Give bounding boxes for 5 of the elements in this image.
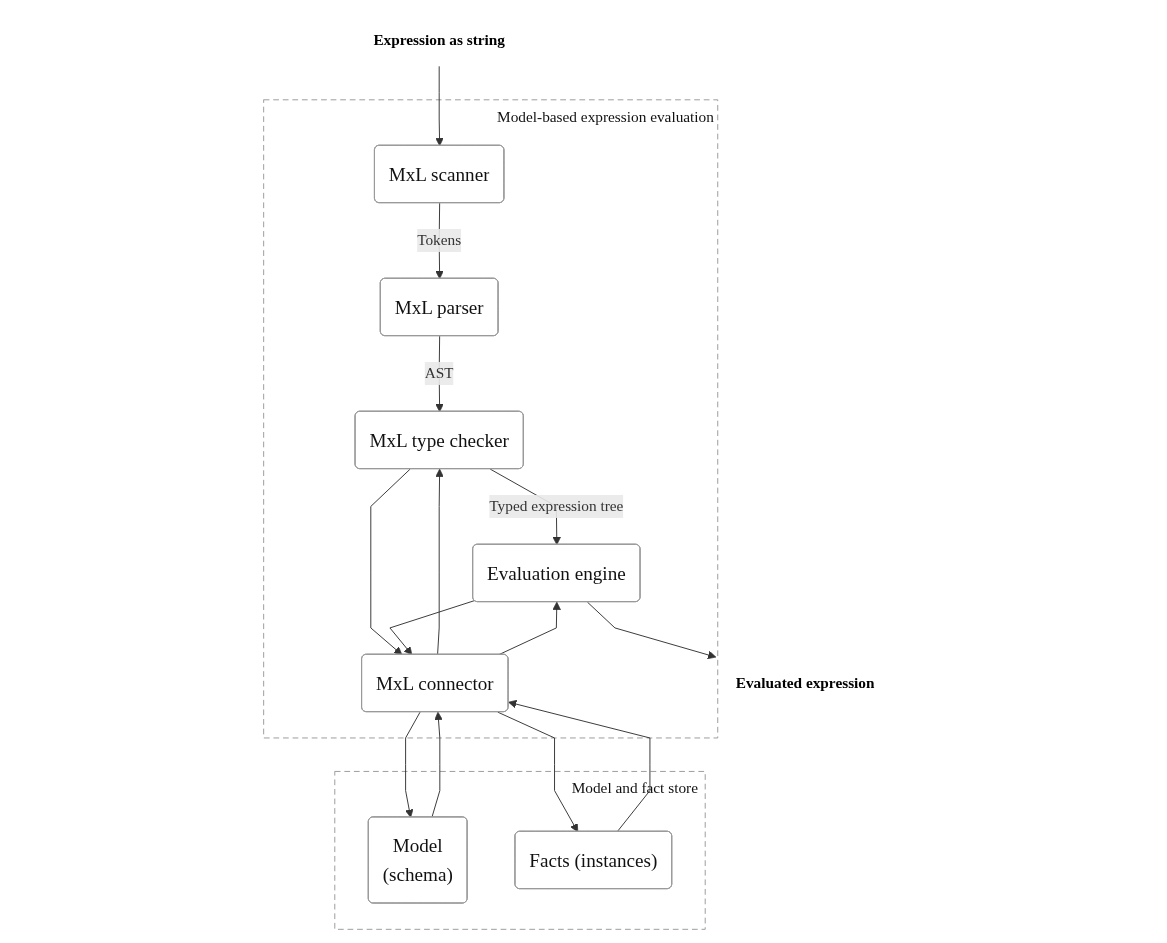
edge-label: Tokens (417, 231, 462, 248)
edge-label: Typed expression tree (489, 497, 624, 514)
node-text: Expression as string (373, 31, 506, 48)
node-text: Evaluated expression (735, 673, 875, 691)
edge-label: AST (424, 364, 454, 381)
